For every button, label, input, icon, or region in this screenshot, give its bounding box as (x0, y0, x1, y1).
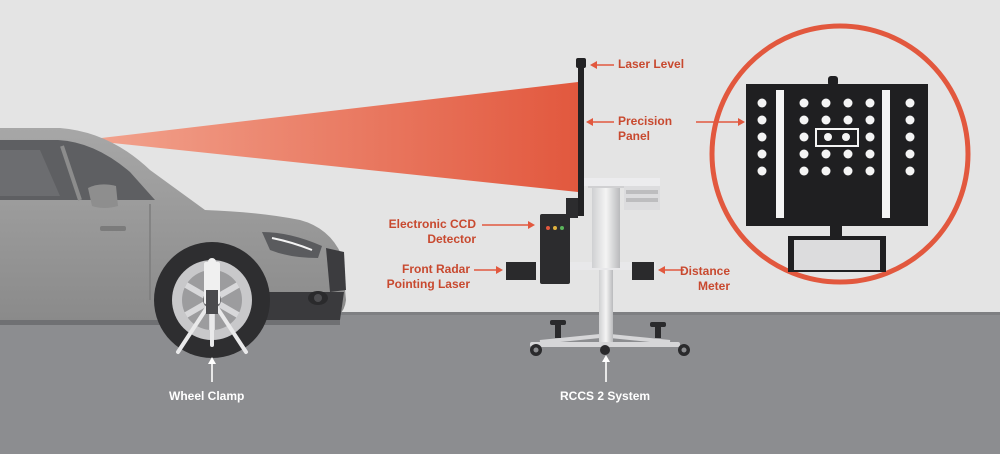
label-precision-panel-line1: Precision (618, 114, 673, 128)
label-wheel-clamp-text: Wheel Clamp (169, 389, 245, 403)
label-distance-meter: Distance Meter (660, 264, 730, 294)
label-precision-panel-line2: Panel (618, 129, 651, 143)
label-ccd-detector-line1: Electronic CCD (388, 217, 476, 231)
white-arrows (208, 355, 610, 382)
precision-panel-icon (576, 58, 586, 216)
label-laser-level: Laser Level (618, 57, 684, 72)
label-ccd-detector: Electronic CCD Detector (340, 217, 476, 247)
floor (0, 314, 1000, 454)
label-radar-pointing-laser: Front Radar Pointing Laser (340, 262, 470, 292)
label-distance-line1: Distance (679, 264, 730, 278)
label-radar-line1: Front Radar (401, 262, 470, 276)
wheel-clamp-icon (154, 242, 270, 358)
pointer-arrows (474, 61, 745, 274)
label-precision-panel: Precision Panel (618, 114, 672, 144)
radar-pointing-laser-icon (506, 262, 536, 280)
label-wheel-clamp: Wheel Clamp (169, 389, 244, 404)
label-ccd-detector-line2: Detector (427, 232, 476, 246)
label-rccs-system: RCCS 2 System (560, 389, 650, 404)
laser-beam (84, 82, 578, 192)
floor-edge (0, 312, 1000, 315)
ccd-detector-icon (540, 198, 578, 284)
magnifier-circle (709, 23, 971, 285)
label-radar-line2: Pointing Laser (386, 277, 470, 291)
label-distance-line2: Meter (697, 279, 730, 293)
distance-meter-icon (632, 262, 654, 280)
rccs-stand-icon (530, 178, 690, 356)
label-laser-level-text: Laser Level (618, 57, 685, 71)
label-rccs-text: RCCS 2 System (560, 389, 651, 403)
